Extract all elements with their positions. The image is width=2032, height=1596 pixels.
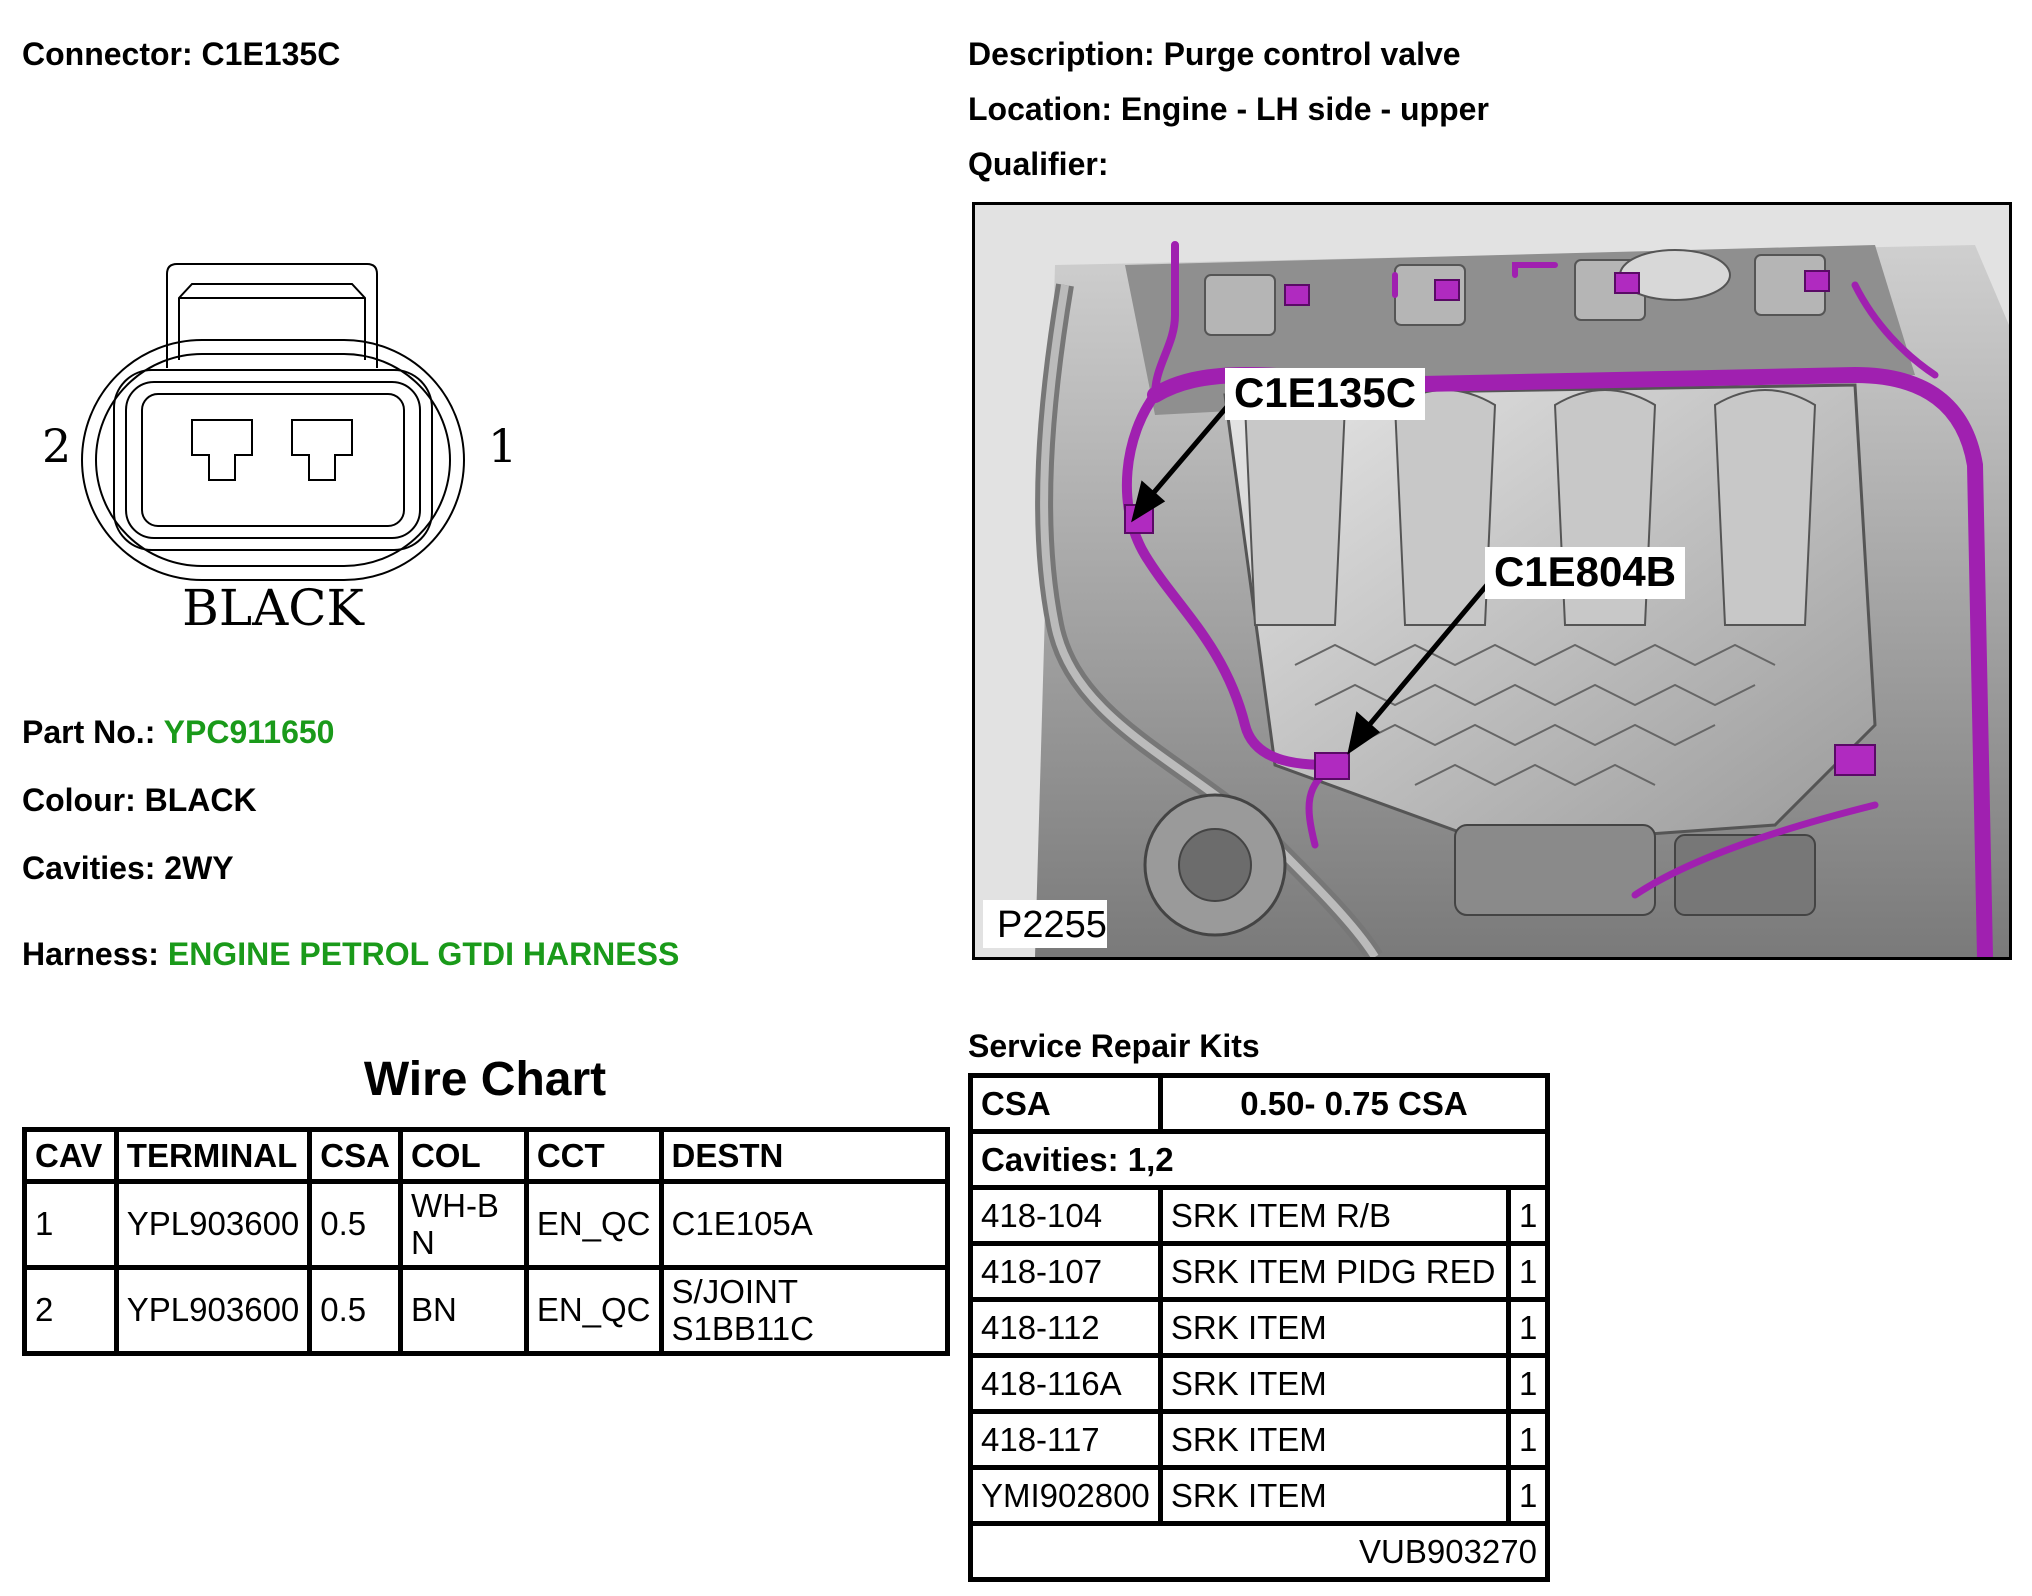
pin-2-label: 2 <box>42 419 71 473</box>
part-no-line: Part No.: YPC911650 <box>22 716 334 748</box>
table-row: 418-112 SRK ITEM 1 <box>968 1297 1550 1358</box>
srk-cavities: Cavities: 1,2 <box>968 1129 1550 1190</box>
location-label: Location: <box>968 91 1112 127</box>
destn-cell: C1E105A <box>658 1179 951 1270</box>
header-cav: CAV <box>22 1127 119 1184</box>
description-line: Description: Purge control valve <box>968 38 1461 70</box>
service-repair-kits-table: CSA 0.50- 0.75 CSA Cavities: 1,2 418-104… <box>968 1073 1551 1582</box>
srk-csa-row: CSA 0.50- 0.75 CSA <box>968 1073 1551 1134</box>
srk-name: SRK ITEM PIDG RED <box>1157 1241 1512 1302</box>
qualifier-line: Qualifier: <box>968 148 1108 180</box>
srk-qty: 1 <box>1506 1353 1550 1414</box>
srk-qty: 1 <box>1506 1241 1550 1302</box>
srk-name: SRK ITEM <box>1157 1297 1512 1358</box>
csa-cell: 0.5 <box>307 1265 403 1356</box>
srk-code: 418-112 <box>968 1297 1163 1358</box>
harness-value[interactable]: ENGINE PETROL GTDI HARNESS <box>167 936 680 972</box>
connector-face-drawing: 2 1 BLACK <box>42 263 517 637</box>
harness-line: Harness: ENGINE PETROL GTDI HARNESS <box>22 938 679 970</box>
part-no-label: Part No.: <box>22 714 156 750</box>
connector-label: Connector: <box>22 36 193 72</box>
table-row: 418-104 SRK ITEM R/B 1 <box>968 1185 1550 1246</box>
cav-cell: 1 <box>22 1179 119 1270</box>
srk-code: 418-116A <box>968 1353 1163 1414</box>
csa-cell: 0.5 <box>307 1179 403 1270</box>
header-col: COL <box>397 1127 529 1184</box>
destn-cell: S/JOINT S1BB11C <box>658 1265 951 1356</box>
srk-name: SRK ITEM <box>1157 1353 1512 1414</box>
photo-reference: P2255 <box>997 904 1107 946</box>
srk-code: 418-104 <box>968 1185 1163 1246</box>
engine-location-photo: C1E135C C1E804B P2255 <box>972 202 2012 960</box>
srk-code: YMI902800 <box>968 1465 1163 1526</box>
location-value: Engine - LH side - upper <box>1120 91 1489 127</box>
table-row: 418-117 SRK ITEM 1 <box>968 1409 1550 1470</box>
cct-cell: EN_QC <box>523 1265 664 1356</box>
connector-value: C1E135C <box>201 36 341 72</box>
table-row: YMI902800 SRK ITEM 1 <box>968 1465 1550 1526</box>
srk-csa-value: 0.50- 0.75 CSA <box>1157 1073 1551 1134</box>
srk-qty: 1 <box>1506 1185 1550 1246</box>
srk-footer-code: VUB903270 <box>968 1521 1550 1582</box>
colour-value: BLACK <box>144 782 257 818</box>
callout-c1e804b: C1E804B <box>1494 548 1676 595</box>
srk-csa-label: CSA <box>968 1073 1163 1134</box>
srk-name: SRK ITEM R/B <box>1157 1185 1512 1246</box>
engine-illustration: C1E135C C1E804B P2255 <box>975 205 2009 957</box>
colour-label: Colour: <box>22 782 136 818</box>
cavities-line: Cavities: 2WY <box>22 852 234 884</box>
part-no-value[interactable]: YPC911650 <box>163 714 335 750</box>
wire-chart-table: CAV TERMINAL CSA COL CCT DESTN 1 YPL9036… <box>22 1127 951 1356</box>
terminal-cell: YPL903600 <box>113 1265 313 1356</box>
srk-code: 418-117 <box>968 1409 1163 1470</box>
header-terminal: TERMINAL <box>113 1127 313 1184</box>
pin-1-label: 1 <box>488 419 517 473</box>
header-destn: DESTN <box>658 1127 951 1184</box>
col-cell: BN <box>397 1265 529 1356</box>
srk-cavities-row: Cavities: 1,2 <box>968 1129 1550 1190</box>
callout-c1e135c: C1E135C <box>1234 369 1416 416</box>
header-cct: CCT <box>523 1127 664 1184</box>
service-repair-kits-title: Service Repair Kits <box>968 1028 1260 1064</box>
cav-cell: 2 <box>22 1265 119 1356</box>
harness-label: Harness: <box>22 936 159 972</box>
srk-qty: 1 <box>1506 1465 1550 1526</box>
table-row: 418-107 SRK ITEM PIDG RED 1 <box>968 1241 1550 1302</box>
srk-name: SRK ITEM <box>1157 1409 1512 1470</box>
qualifier-label: Qualifier: <box>968 146 1109 182</box>
description-label: Description: <box>968 36 1155 72</box>
srk-qty: 1 <box>1506 1409 1550 1470</box>
srk-footer-row: VUB903270 <box>968 1521 1550 1582</box>
srk-qty: 1 <box>1506 1297 1550 1358</box>
cct-cell: EN_QC <box>523 1179 664 1270</box>
location-line: Location: Engine - LH side - upper <box>968 93 1489 125</box>
table-row: 418-116A SRK ITEM 1 <box>968 1353 1550 1414</box>
connector-line: Connector: C1E135C <box>22 38 340 70</box>
header-csa: CSA <box>307 1127 403 1184</box>
colour-line: Colour: BLACK <box>22 784 257 816</box>
cavities-label: Cavities: <box>22 850 156 886</box>
terminal-cell: YPL903600 <box>113 1179 313 1270</box>
table-row: 2 YPL903600 0.5 BN EN_QC S/JOINT S1BB11C <box>22 1265 951 1356</box>
wire-chart-title: Wire Chart <box>363 1053 607 1106</box>
description-value: Purge control valve <box>1163 36 1461 72</box>
srk-name: SRK ITEM <box>1157 1465 1512 1526</box>
col-cell: WH-BN <box>397 1179 529 1270</box>
drawing-colour-text: BLACK <box>182 579 365 637</box>
srk-code: 418-107 <box>968 1241 1163 1302</box>
table-row: 1 YPL903600 0.5 WH-BN EN_QC C1E105A <box>22 1179 951 1270</box>
cavities-value: 2WY <box>164 850 234 886</box>
wire-chart-header-row: CAV TERMINAL CSA COL CCT DESTN <box>22 1127 951 1184</box>
